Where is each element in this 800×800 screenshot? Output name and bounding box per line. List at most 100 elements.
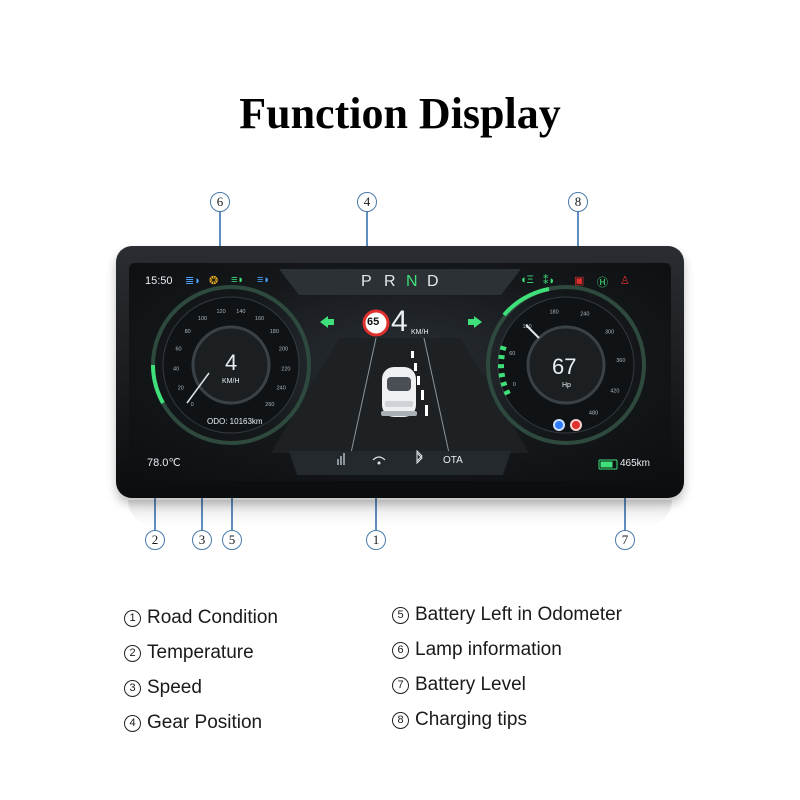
gear-r: R [384, 273, 397, 290]
speedo-tick-label: 40 [173, 366, 179, 372]
low-beam-icon: ≡◗ [257, 274, 271, 286]
high-beam-icon: ≣◗ [185, 275, 201, 287]
callout-5: 5 [222, 530, 242, 550]
car-image [381, 367, 417, 417]
callout-line-4 [366, 210, 368, 270]
speed-limit-sign [362, 309, 390, 337]
turn-right-arrow [468, 316, 482, 328]
battery-icon [598, 459, 618, 470]
list-number: 3 [124, 680, 141, 697]
list-label: Battery Level [415, 674, 526, 695]
speedo-tick-label: 120 [217, 309, 226, 315]
list-label: Speed [147, 677, 202, 698]
list-item: 2 Temperature [124, 635, 278, 670]
page-title: Function Display [239, 89, 561, 138]
lane-dash [417, 376, 420, 385]
power-segment [500, 381, 508, 387]
power-tick-label: 420 [610, 388, 619, 394]
power-value: 67 [552, 354, 577, 379]
signal-bar [337, 459, 339, 465]
callout-8: 8 [568, 192, 588, 212]
signal-bar [340, 456, 342, 465]
power-gauge: 060120180240300360420480 [486, 285, 646, 445]
speedo-unit: KM/H [222, 378, 240, 385]
steering-wheel-icon [553, 419, 565, 431]
speedo-tick-label: 240 [277, 386, 286, 392]
list-item: 3 Speed [124, 670, 278, 705]
list-label: Battery Left in Odometer [415, 604, 622, 625]
speedo-tick-label: 200 [279, 347, 288, 353]
lane-dash [411, 351, 414, 358]
power-tick-label: 360 [616, 358, 625, 364]
speedo-tick-label: 0 [191, 402, 194, 408]
power-tick-label: 60 [509, 351, 515, 357]
bluetooth-icon [416, 449, 423, 465]
parking-light-icon: ❂ [209, 275, 219, 287]
list-number: 8 [392, 712, 409, 729]
list-number: 1 [124, 610, 141, 627]
speedo-tick-label: 20 [178, 386, 184, 392]
power-tick-label: 180 [550, 309, 559, 315]
gear-p: P [361, 273, 373, 290]
power-needle [525, 324, 540, 339]
speedo-tick-label: 60 [175, 347, 181, 353]
lane-dash [425, 405, 428, 416]
list-item: 8 Charging tips [392, 702, 622, 737]
parking-brake-icon: Ⓗ [597, 277, 608, 289]
power-segment [503, 389, 511, 396]
list-item: 5 Battery Left in Odometer [392, 597, 622, 632]
display-reflection [128, 500, 672, 526]
callout-6: 6 [210, 192, 230, 212]
list-label: Charging tips [415, 709, 527, 730]
list-item: 6 Lamp information [392, 632, 622, 667]
speedo-tick-label: 180 [270, 329, 279, 335]
list-item: 7 Battery Level [392, 667, 622, 702]
center-speed: 4 [391, 305, 408, 338]
ota-label[interactable]: OTA [443, 455, 463, 466]
list-label: Temperature [147, 642, 254, 663]
power-segment [499, 345, 507, 351]
fog-light-icon: ≡◗ [231, 274, 245, 286]
speedo-value: 4 [225, 350, 238, 375]
list-number: 5 [392, 607, 409, 624]
speedo-tick-label: 140 [236, 309, 245, 315]
list-number: 6 [392, 642, 409, 659]
gear-n: N [406, 273, 419, 290]
odometer: ODO: 10163km [207, 417, 263, 426]
wifi-icon-dot [377, 461, 381, 465]
fuel-icon: ▣ [574, 275, 585, 287]
list-label: Lamp information [415, 639, 562, 660]
callout-line-8 [577, 210, 579, 270]
callout-7: 7 [615, 530, 635, 550]
lane-line-right [423, 337, 450, 454]
seatbelt-icon: ♙ [620, 275, 630, 287]
status-bar [289, 451, 511, 475]
gear-bar [279, 269, 521, 295]
power-tick-label: 240 [580, 311, 589, 317]
list-number: 4 [124, 715, 141, 732]
turn-left-arrow [320, 316, 334, 328]
battery-fill [600, 461, 613, 468]
speedo-tick-label: 220 [281, 366, 290, 372]
speedo-tick-label: 260 [265, 402, 274, 408]
fog-light-front-icon: ◖Ξ [520, 274, 534, 286]
speedo-tick-label: 80 [185, 329, 191, 335]
power-tick-label: 300 [605, 330, 614, 336]
side-light-icon: ⁑◗ [543, 275, 556, 287]
callout-2: 2 [145, 530, 165, 550]
list-number: 2 [124, 645, 141, 662]
speed-limit-value: 65 [367, 316, 380, 328]
wifi-icon [372, 456, 386, 461]
callout-line-6 [219, 210, 221, 270]
list-number: 7 [392, 677, 409, 694]
power-unit: Hp [562, 382, 571, 389]
feature-list-right: 5 Battery Left in Odometer 6 Lamp informat… [392, 597, 622, 737]
signal-bar [343, 453, 345, 465]
power-segment [498, 372, 506, 378]
speedo-needle [186, 372, 210, 404]
